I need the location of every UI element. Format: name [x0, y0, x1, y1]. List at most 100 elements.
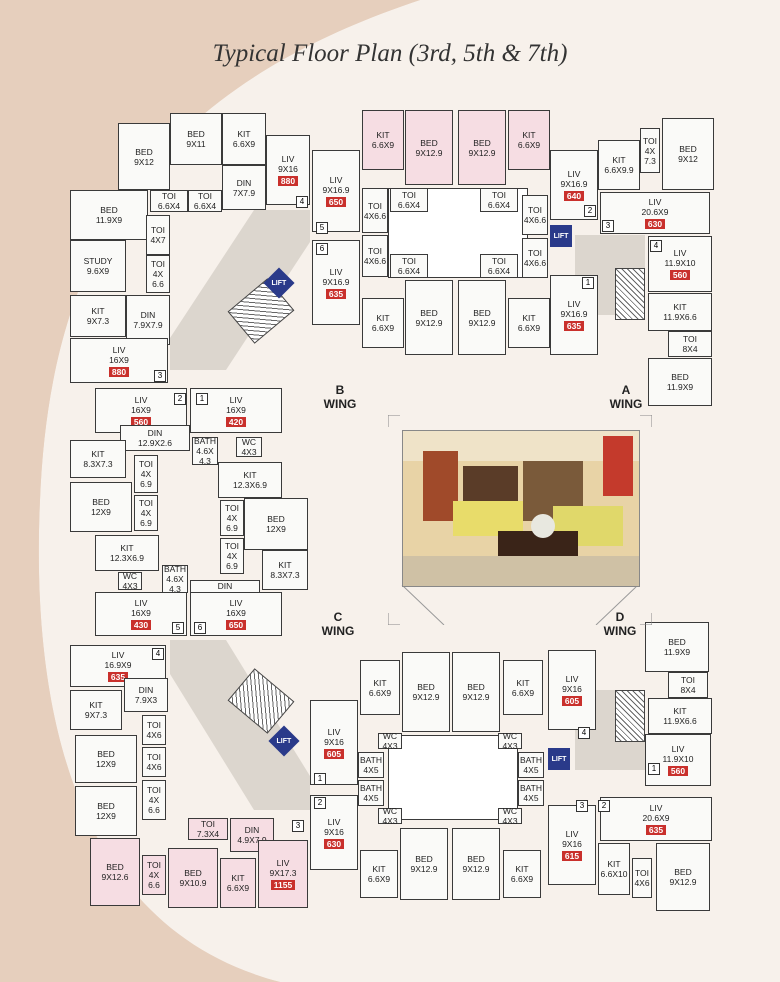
- unit-number: 1: [582, 277, 594, 289]
- unit-number: 1: [648, 763, 660, 775]
- area-badge: 635: [325, 288, 347, 299]
- unit-number: 2: [174, 393, 186, 405]
- area-badge: 880: [108, 366, 130, 377]
- unit-number: 1: [314, 773, 326, 785]
- unit-number: 3: [576, 800, 588, 812]
- a-lift[interactable]: LIFT: [550, 225, 572, 247]
- area-badge: 640: [563, 191, 585, 201]
- cd-core: [388, 735, 518, 820]
- photo-frame-lines: [388, 415, 652, 625]
- c-corridor: [170, 640, 310, 810]
- a-staircase: [615, 268, 645, 320]
- unit-number: 2: [584, 205, 596, 217]
- area-badge: 605: [323, 748, 345, 759]
- area-badge: 635: [107, 672, 129, 682]
- area-badge: 650: [225, 620, 247, 630]
- unit-number: 4: [650, 240, 662, 252]
- area-badge: 650: [325, 197, 347, 207]
- area-badge: 560: [667, 766, 689, 776]
- area-badge: 630: [644, 219, 666, 229]
- d-lift[interactable]: LIFT: [548, 748, 570, 770]
- unit-number: 3: [602, 220, 614, 232]
- b-corridor: [170, 210, 310, 370]
- unit-number: 4: [578, 727, 590, 739]
- unit-number: 3: [292, 820, 304, 832]
- d-staircase: [615, 690, 645, 742]
- unit-number: 6: [194, 622, 206, 634]
- area-badge: 560: [669, 270, 691, 280]
- unit-number: 5: [172, 622, 184, 634]
- area-badge: 560: [130, 416, 152, 427]
